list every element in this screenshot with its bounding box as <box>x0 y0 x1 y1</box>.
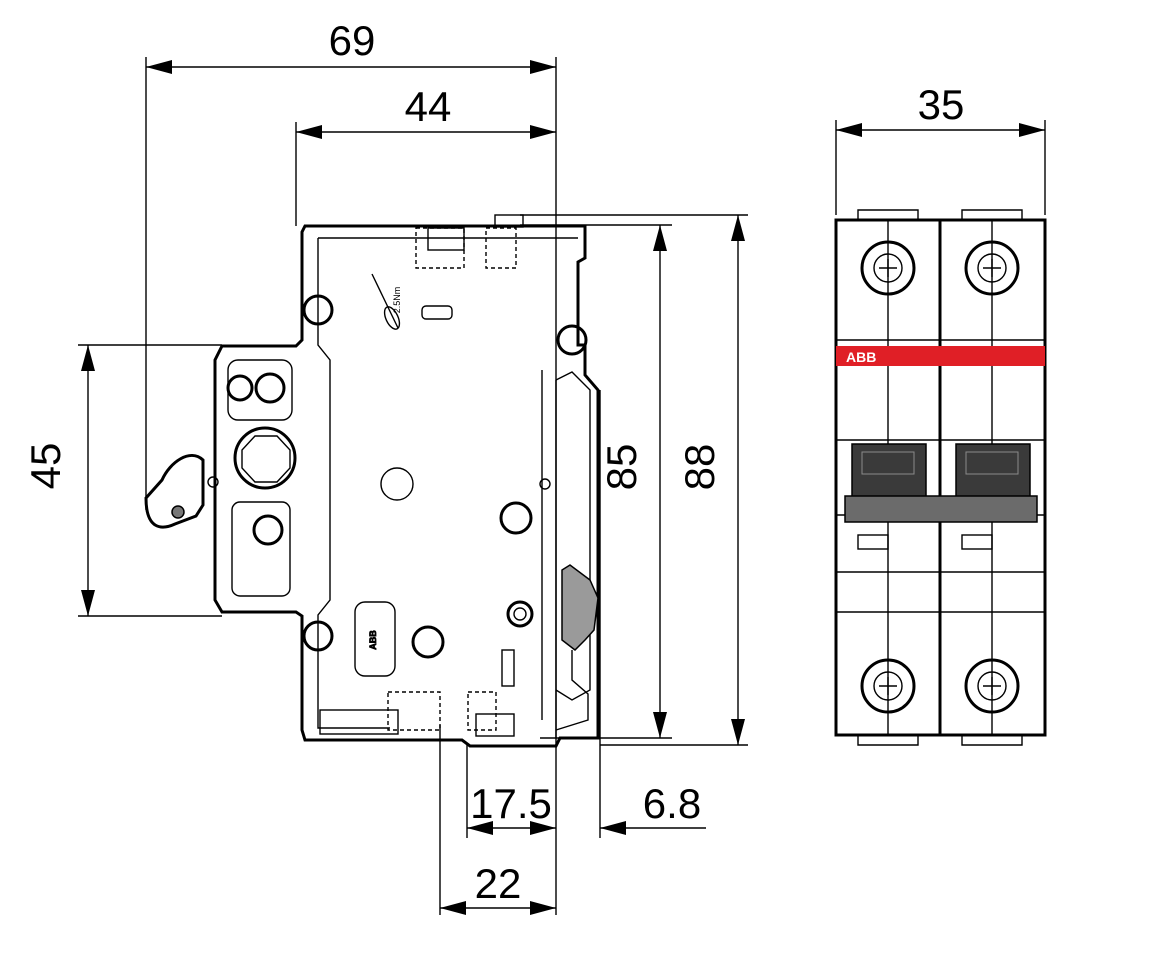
lower-plate-screw <box>252 514 284 546</box>
aux-screw-b <box>254 372 286 404</box>
center-hole <box>380 467 414 501</box>
torque-label: 2.5Nm <box>392 287 402 314</box>
indicator-slot-right <box>961 534 993 550</box>
dimension-44: 44 <box>295 83 556 226</box>
top-terminal-a <box>415 227 465 269</box>
lower-plate <box>231 501 291 597</box>
dimension-85-label: 85 <box>598 444 645 491</box>
rivet-bottom-right <box>506 600 534 628</box>
dimension-69: 69 <box>145 17 557 915</box>
dimension-88-label: 88 <box>676 444 723 491</box>
top-slot <box>427 227 465 251</box>
top-terminal-b <box>485 227 517 269</box>
small-hole-left <box>207 476 219 488</box>
terminal-screw-bottom-left <box>860 658 916 714</box>
front-view: ABB <box>834 209 1047 746</box>
indicator-window <box>421 305 453 320</box>
rivet-bottom-middle <box>411 625 445 659</box>
toggle-lever <box>144 454 205 529</box>
bottom-slot <box>475 713 515 737</box>
terminal-screw-top-left <box>860 240 916 296</box>
rail-latch-bottom <box>555 650 589 731</box>
dimension-6-8: 6.8 <box>599 390 706 838</box>
rivet-bottom-left <box>302 620 334 652</box>
indicator-slot-left <box>857 534 889 550</box>
dimension-85: 85 <box>520 224 672 739</box>
octagon-nut <box>241 435 291 483</box>
dimension-45-label: 45 <box>22 443 69 490</box>
inner-housing <box>317 237 578 738</box>
screwdriver-icon <box>371 273 401 330</box>
right-channel <box>555 371 591 701</box>
toggle-right-grip <box>965 451 1019 475</box>
terminal-screw-bottom-right <box>964 658 1020 714</box>
rivet-top-left <box>302 294 334 326</box>
dimension-35: 35 <box>835 81 1046 215</box>
aux-screw-a <box>226 374 254 402</box>
top-clip-right <box>961 209 1023 220</box>
dimension-6-8-label: 6.8 <box>643 780 701 827</box>
dimension-22: 22 <box>439 725 556 915</box>
small-hole <box>539 478 551 490</box>
dimension-17-5: 17.5 <box>466 745 556 838</box>
toggle-left-grip <box>861 451 915 475</box>
brand-band <box>836 346 1045 366</box>
side-logo-plate <box>354 601 396 677</box>
bottom-clip <box>319 709 399 735</box>
dimension-17-5-label: 17.5 <box>470 780 552 827</box>
bottom-terminal-a <box>387 691 441 731</box>
dimension-35-label: 35 <box>918 81 965 128</box>
bottom-terminal-b <box>467 691 497 731</box>
dimension-45: 45 <box>22 344 222 617</box>
top-clip <box>494 214 524 228</box>
dimension-88: 88 <box>520 214 748 746</box>
side-view-outline <box>213 224 600 748</box>
dimension-22-label: 22 <box>475 860 522 907</box>
octagon-nut-ring <box>233 426 297 490</box>
top-clip-left <box>857 209 919 220</box>
terminal-screw-top-right <box>964 240 1020 296</box>
bottom-clip-right <box>961 735 1023 746</box>
brand-band-label: ABB <box>846 349 876 365</box>
rivet-middle-right <box>499 501 533 535</box>
bottom-clip-left <box>857 735 919 746</box>
side-view: 2.5Nm ABB <box>144 214 600 748</box>
rivet-top-right <box>556 324 588 356</box>
side-logo: ABB <box>368 630 378 650</box>
rivet-bottom-right-inner <box>513 607 527 621</box>
dimension-44-label: 44 <box>405 83 452 130</box>
toggle-pivot <box>171 505 185 519</box>
rail-latch <box>561 564 599 651</box>
bottom-slot-vertical <box>501 649 515 687</box>
toggle-bar <box>844 495 1038 523</box>
dimension-69-label: 69 <box>329 17 376 64</box>
